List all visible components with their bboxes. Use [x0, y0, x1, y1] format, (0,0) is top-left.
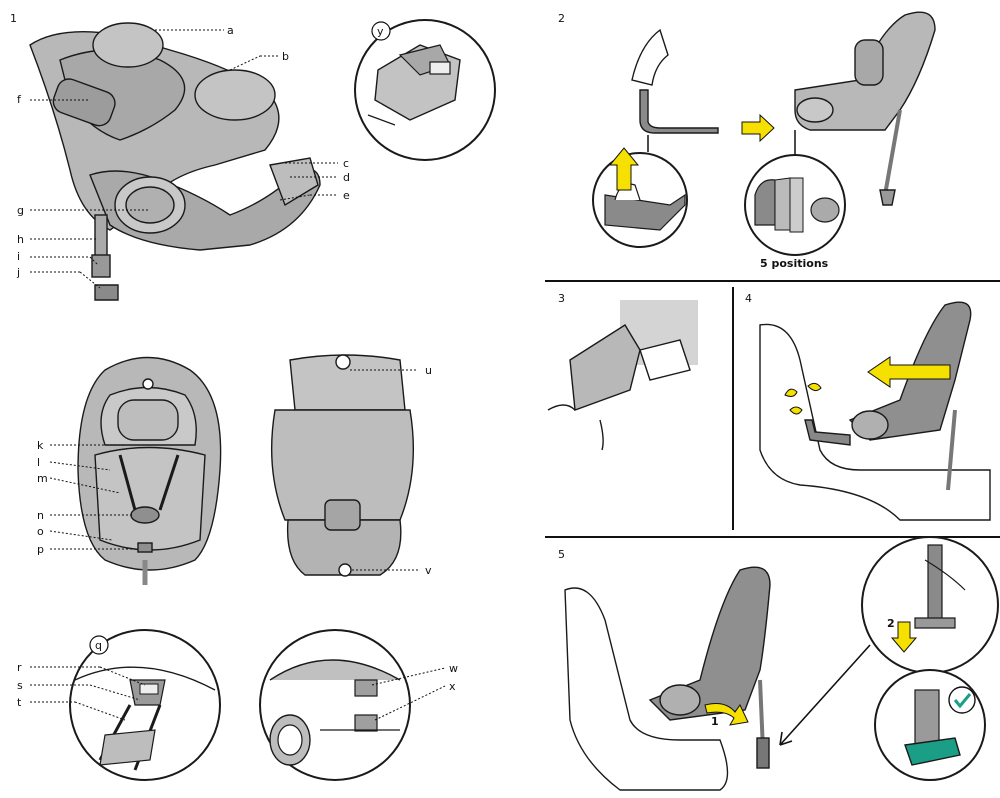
arrow-left-icon [867, 356, 951, 388]
step5-seat [648, 566, 771, 769]
label-o: o [37, 525, 44, 538]
detail-circle-y [354, 19, 496, 161]
label-q: q [95, 639, 102, 652]
step4-vehicle-seat [759, 323, 991, 521]
label-n: n [37, 509, 44, 522]
step3-connector [547, 300, 698, 451]
label-x: x [449, 680, 456, 693]
label-a: a [227, 24, 234, 37]
label-f: f [17, 93, 21, 106]
step5-vehicle-seat [564, 587, 729, 791]
leaders-front [49, 444, 138, 550]
label-s: s [17, 679, 23, 692]
step5-pointer [779, 644, 871, 746]
label-m: m [37, 472, 48, 485]
step-1-number: 1 [10, 12, 17, 25]
step5-detail-top [861, 536, 999, 674]
label-b: b [282, 50, 289, 63]
step-4-number: 4 [745, 292, 752, 305]
badge-y [371, 21, 391, 41]
label-i: i [17, 250, 21, 263]
label-j: j [17, 266, 21, 279]
caption-5-positions: 5 positions [760, 257, 829, 270]
leaders-back [350, 369, 418, 571]
label-v: v [425, 564, 432, 577]
check-icon [948, 686, 976, 714]
label-p: p [37, 543, 44, 556]
leaders-q [30, 666, 146, 721]
label-d: d [343, 171, 350, 184]
leaders-step1 [30, 29, 338, 289]
step2-detail-right [744, 154, 846, 256]
step-5-number: 5 [558, 548, 565, 561]
detail-circle-q [69, 629, 221, 781]
step-3-number: 3 [558, 292, 565, 305]
label-h: h [17, 233, 24, 246]
marker-2: 2 [887, 617, 895, 630]
label-u: u [425, 364, 432, 377]
seat-side-view [29, 22, 321, 301]
isofix-guides-icon [784, 382, 822, 415]
step2-handle [631, 28, 719, 134]
label-w: w [449, 662, 458, 675]
label-t: t [17, 696, 22, 709]
label-g: g [17, 204, 24, 217]
step2-detail-left [592, 152, 688, 248]
badge-q [89, 635, 109, 655]
label-y: y [377, 25, 384, 38]
marker-1: 1 [711, 715, 719, 728]
step5-detail-bottom [874, 669, 986, 781]
seat-back-view [270, 354, 415, 577]
label-c: c [343, 157, 350, 170]
step4-seat [804, 301, 972, 491]
step-2-number: 2 [558, 12, 565, 25]
arrow-up-icon [608, 147, 640, 191]
label-r: r [17, 661, 22, 674]
label-k: k [37, 439, 44, 452]
arrow-right-icon [741, 113, 775, 143]
seat-front-view [77, 356, 222, 585]
arrow-down-icon [890, 621, 918, 653]
label-e: e [343, 189, 350, 202]
step2-seat [794, 11, 936, 206]
label-l: l [37, 456, 41, 469]
arrow-curve-icon [704, 703, 749, 726]
detail-circle-wx [259, 629, 411, 781]
leaders-wx [371, 667, 446, 721]
